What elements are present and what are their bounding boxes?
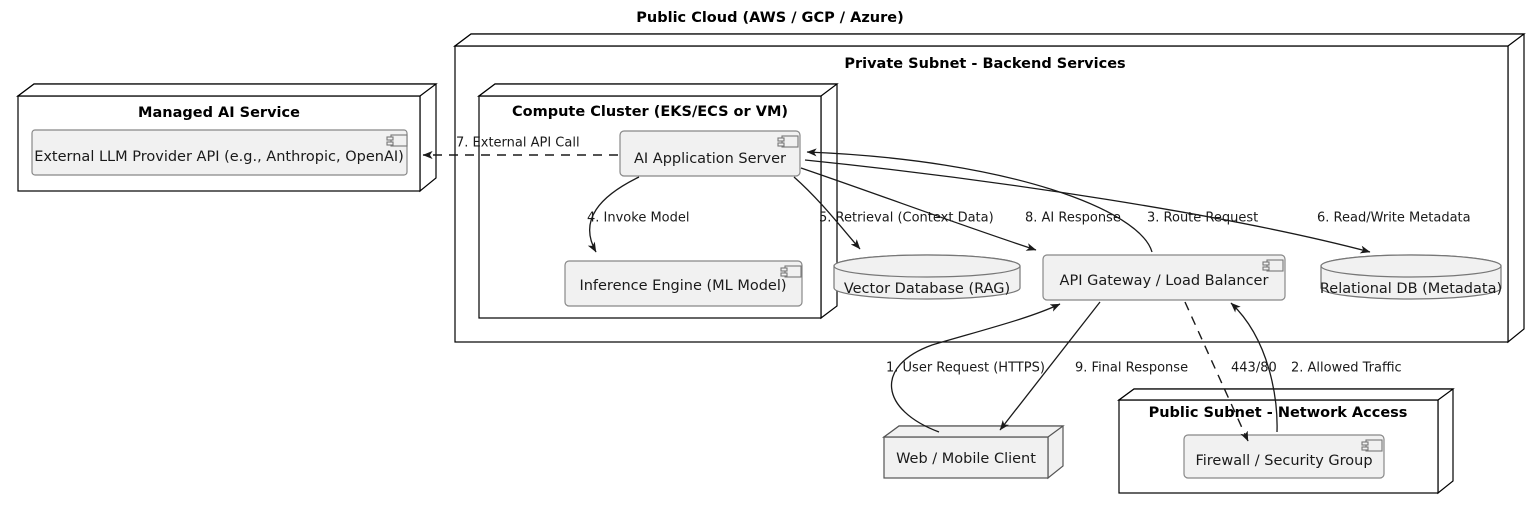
component-icon	[1262, 259, 1284, 272]
edge-9-final-response: 9. Final Response	[999, 301, 1188, 431]
component-firewall[interactable]: Firewall / Security Group	[1183, 434, 1385, 479]
edge-6-read-write-metadata: 6. Read/Write Metadata	[804, 159, 1471, 254]
private-subnet-label: Private Subnet - Backend Services	[844, 56, 1125, 72]
edge-label-7: 7. External API Call	[456, 136, 580, 151]
managed-ai-service-label: Managed AI Service	[138, 105, 300, 121]
component-relational-db[interactable]: Relational DB (Metadata)	[1320, 254, 1502, 300]
ai-app-server-label: AI Application Server	[634, 151, 786, 167]
component-icon	[386, 134, 408, 147]
component-vector-db[interactable]: Vector Database (RAG)	[833, 254, 1021, 300]
edge-label-8: 8. AI Response	[1025, 211, 1121, 226]
component-icon	[777, 135, 799, 148]
edge-7-external-api-call: 7. External API Call	[422, 136, 618, 159]
relational-db-label: Relational DB (Metadata)	[1320, 281, 1502, 297]
component-inference-engine[interactable]: Inference Engine (ML Model)	[564, 260, 803, 307]
component-external-llm[interactable]: External LLM Provider API (e.g., Anthrop…	[31, 129, 408, 176]
edge-label-4: 4. Invoke Model	[587, 211, 689, 226]
edge-1-user-request: 1. User Request (HTTPS)	[886, 303, 1061, 433]
edge-label-5: 5. Retrieval (Context Data)	[819, 211, 994, 226]
edge-label-9: 9. Final Response	[1075, 361, 1188, 376]
edge-label-6: 6. Read/Write Metadata	[1317, 211, 1471, 226]
api-gateway-label: API Gateway / Load Balancer	[1060, 273, 1269, 289]
node-web-mobile-client[interactable]: Web / Mobile Client	[882, 425, 1065, 480]
vector-db-label: Vector Database (RAG)	[844, 281, 1010, 297]
public-cloud-title: Public Cloud (AWS / GCP / Azure)	[636, 10, 903, 26]
edge-label-2: 2. Allowed Traffic	[1291, 361, 1402, 376]
web-client-label: Web / Mobile Client	[896, 451, 1036, 467]
edge-10-ports: 443/80	[1184, 301, 1277, 442]
component-icon	[780, 265, 802, 278]
public-subnet-label: Public Subnet - Network Access	[1149, 405, 1408, 421]
component-icon	[1361, 439, 1383, 452]
external-llm-label: External LLM Provider API (e.g., Anthrop…	[34, 149, 404, 165]
edge-label-10: 443/80	[1231, 361, 1277, 376]
edge-4-invoke-model: 4. Invoke Model	[587, 176, 689, 253]
component-ai-app-server[interactable]: AI Application Server	[619, 130, 801, 177]
edge-3-route-request: 3. Route Request	[806, 148, 1258, 253]
component-api-gateway[interactable]: API Gateway / Load Balancer	[1042, 254, 1286, 301]
edge-2-allowed-traffic: 2. Allowed Traffic	[1230, 302, 1402, 433]
edge-8-ai-response: 8. AI Response	[800, 167, 1121, 251]
compute-cluster-label: Compute Cluster (EKS/ECS or VM)	[512, 104, 788, 120]
firewall-label: Firewall / Security Group	[1195, 453, 1372, 469]
edge-label-3: 3. Route Request	[1147, 211, 1258, 226]
edge-5-retrieval: 5. Retrieval (Context Data)	[793, 176, 994, 250]
inference-engine-label: Inference Engine (ML Model)	[579, 278, 786, 294]
edge-label-1: 1. User Request (HTTPS)	[886, 361, 1045, 376]
